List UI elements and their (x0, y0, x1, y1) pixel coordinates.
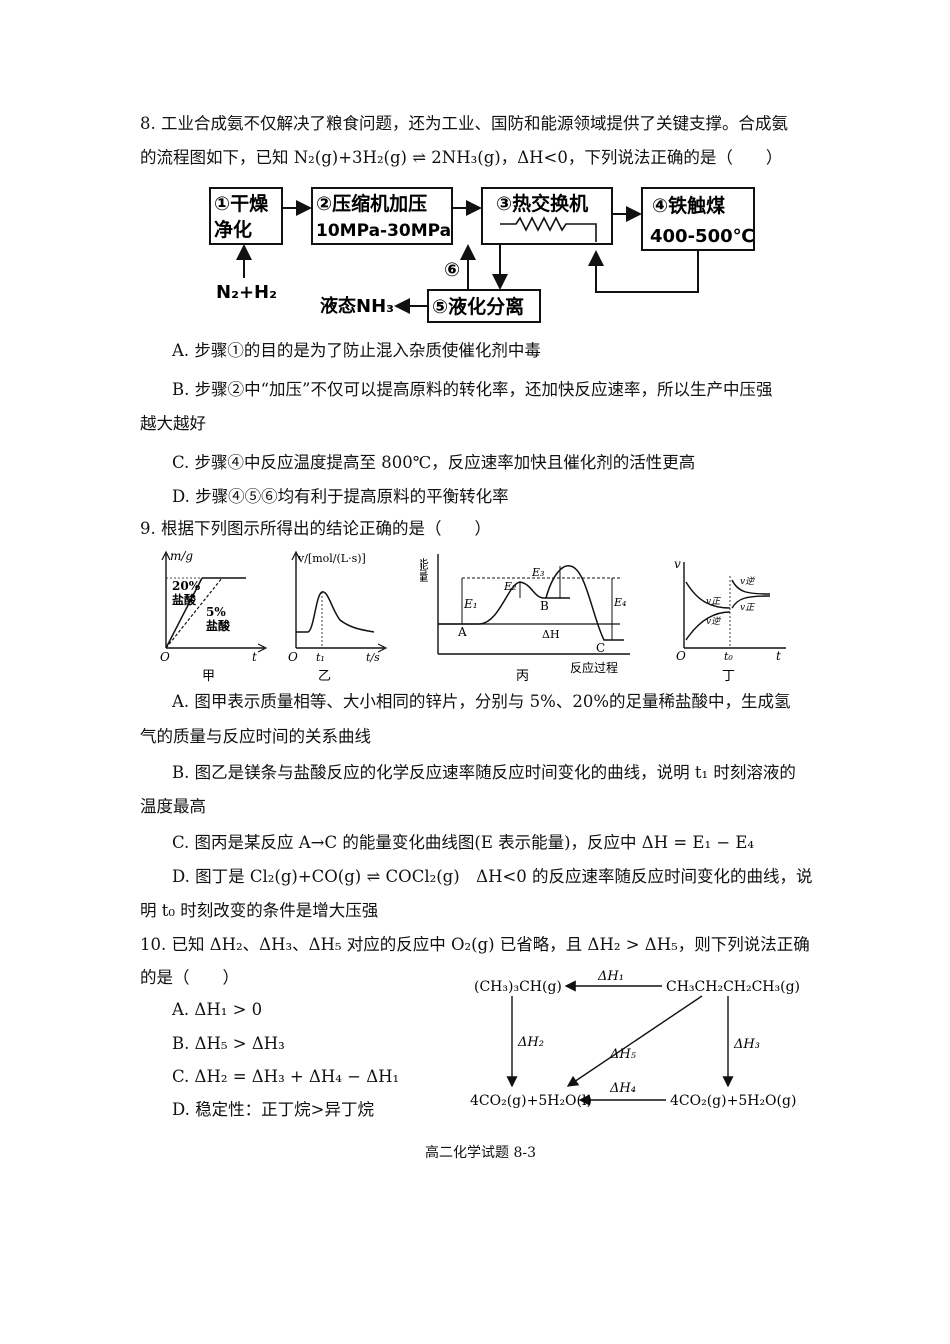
q8-option-c: C. 步骤④中反应温度提高至 800℃，反应速率加快且催化剂的活性更高 (172, 453, 696, 472)
n-butane: CH₃CH₂CH₂CH₃(g) (666, 979, 800, 995)
jia-origin: O (160, 650, 170, 664)
graph-jia: m/g 20% 盐酸 5% 盐酸 O t 甲 (160, 549, 268, 683)
heat-exchanger-coil (500, 216, 597, 242)
q10-stem-line1: 10. 已知 ΔH₂、ΔH₃、ΔH₅ 对应的反应中 O₂(g) 已省略，且 ΔH… (140, 935, 810, 954)
flow-box1-line2: 净化 (214, 218, 252, 241)
bing-E3: E₃ (531, 566, 544, 579)
yi-xlabel: t/s (366, 651, 380, 664)
flow-input: N₂+H₂ (216, 282, 277, 303)
yi-caption: 乙 (318, 669, 331, 683)
q8-option-a: A. 步骤①的目的是为了防止混入杂质使催化剂中毒 (172, 341, 541, 360)
flow-box3: ③热交换机 (496, 192, 588, 215)
bing-C: C (596, 641, 605, 655)
q9-stem: 9. 根据下列图示所得出的结论正确的是（ ） (140, 519, 491, 538)
q10-option-b: B. ΔH₅ > ΔH₃ (172, 1034, 285, 1053)
flow-box4-line1: ④铁触煤 (652, 194, 725, 217)
flow-box1-line1: ①干燥 (214, 193, 269, 215)
yi-t1: t₁ (316, 651, 325, 664)
q9-option-b-line2: 温度最高 (140, 797, 206, 816)
flow-box2-line1: ②压缩机加压 (316, 192, 427, 215)
graph-yi: v/[mol/(L·s)] O t₁ t/s 乙 (288, 550, 388, 683)
q8-option-b-line1: B. 步骤②中“加压”不仅可以提高原料的转化率，还加快反应速率，所以生产中压强 (172, 380, 773, 399)
q8-option-b-line2: 越大越好 (140, 414, 206, 433)
jia-curve2-label: 5% (206, 605, 226, 619)
q10-enthalpy-diagram: (CH₃)₃CH(g) CH₃CH₂CH₂CH₃(g) ΔH₁ ΔH₂ ΔH₃ … (470, 969, 800, 1109)
q9-option-a-line1: A. 图甲表示质量相等、大小相同的锌片，分别与 5%、20%的足量稀盐酸中，生成… (172, 692, 791, 711)
bing-A: A (457, 625, 467, 639)
bing-E1: E₁ (463, 597, 478, 611)
jia-ylabel: m/g (170, 549, 193, 563)
dH2-label: ΔH₂ (517, 1035, 544, 1050)
q9-option-a-line2: 气的质量与反应时间的关系曲线 (140, 727, 371, 746)
graph-ding: v v正 v逆 v逆 v正 O t₀ t 丁 (674, 558, 786, 683)
jia-curve1-label-b: 盐酸 (172, 592, 197, 607)
yi-ylabel: v/[mol/(L·s)] (297, 552, 366, 565)
ding-origin: O (676, 649, 686, 663)
bing-E4: E₄ (613, 596, 626, 609)
bing-caption: 丙 (516, 669, 529, 683)
products-gas: 4CO₂(g)+5H₂O(g) (670, 1093, 796, 1109)
jia-caption: 甲 (202, 669, 215, 683)
ding-vn1: v逆 (706, 616, 722, 627)
jia-xlabel: t (252, 650, 257, 664)
ding-vz1: v正 (706, 597, 721, 607)
products-liquid: 4CO₂(g)+5H₂O(l) (470, 1093, 592, 1109)
q10-option-c: C. ΔH₂ = ΔH₃ + ΔH₄ − ΔH₁ (172, 1067, 400, 1086)
jia-curve2-label-b: 盐酸 (206, 618, 231, 633)
bing-dH: ΔH (542, 628, 560, 641)
ding-ylabel: v (674, 558, 681, 571)
q8-flowchart: ①干燥 净化 ②压缩机加压 10MPa-30MPa ③热交换机 ④铁触煤 400… (209, 187, 755, 323)
q9-option-d-line2: 明 t₀ 时刻改变的条件是增大压强 (140, 901, 379, 920)
dH3-label: ΔH₃ (733, 1037, 760, 1052)
q10-option-d: D. 稳定性：正丁烷>异丁烷 (172, 1100, 374, 1119)
q9-option-b-line1: B. 图乙是镁条与盐酸反应的化学反应速率随反应时间变化的曲线，说明 t₁ 时刻溶… (172, 763, 796, 782)
dH1-label: ΔH₁ (597, 969, 624, 984)
ding-vz2: v正 (740, 603, 755, 613)
q10-stem-line2: 的是（ ） (140, 968, 239, 987)
dH4-label: ΔH₄ (609, 1081, 636, 1096)
iso-butane: (CH₃)₃CH(g) (474, 979, 562, 995)
page-footer: 高二化学试题 8-3 (425, 1145, 536, 1161)
ding-t0: t₀ (724, 650, 733, 663)
bing-xlabel: 反应过程 (570, 660, 618, 675)
q8-stem-line1: 8. 工业合成氨不仅解决了粮食问题，还为工业、国防和能源领域提供了关键支撑。合成… (140, 114, 788, 133)
q8-option-d: D. 步骤④⑤⑥均有利于提高原料的平衡转化率 (172, 487, 509, 506)
bing-B: B (540, 599, 549, 613)
q9-option-d-line1: D. 图丁是 Cl₂(g)+CO(g) ⇌ COCl₂(g) ΔH<0 的反应速… (172, 867, 813, 886)
q9-option-c: C. 图丙是某反应 A→C 的能量变化曲线图(E 表示能量)，反应中 ΔH = … (172, 833, 755, 852)
flow-box2-line2: 10MPa-30MPa (316, 221, 451, 241)
bing-ylabel: 能量 (420, 558, 429, 582)
jia-curve1-label: 20% (172, 579, 201, 593)
flow-box5: ⑤液化分离 (432, 295, 524, 318)
bing-E2: E₂ (503, 580, 516, 593)
ding-vn2: v逆 (740, 576, 756, 587)
graph-bing: 能量 E₁ E₂ E₃ E₄ A B C ΔH 反应过程 丙 (420, 554, 630, 683)
ding-xlabel: t (776, 649, 781, 663)
ding-caption: 丁 (722, 669, 735, 683)
dH5-label: ΔH₅ (609, 1047, 637, 1062)
q10-option-a: A. ΔH₁ > 0 (172, 1000, 263, 1019)
yi-origin: O (288, 650, 298, 664)
flow-output: 液态NH₃ (320, 295, 394, 317)
flow-box4-line2: 400-500℃ (650, 226, 754, 247)
flow-step6: ⑥ (444, 259, 460, 281)
q8-stem-line2: 的流程图如下，已知 N₂(g)+3H₂(g) ⇌ 2NH₃(g)，ΔH<0，下列… (140, 148, 783, 167)
